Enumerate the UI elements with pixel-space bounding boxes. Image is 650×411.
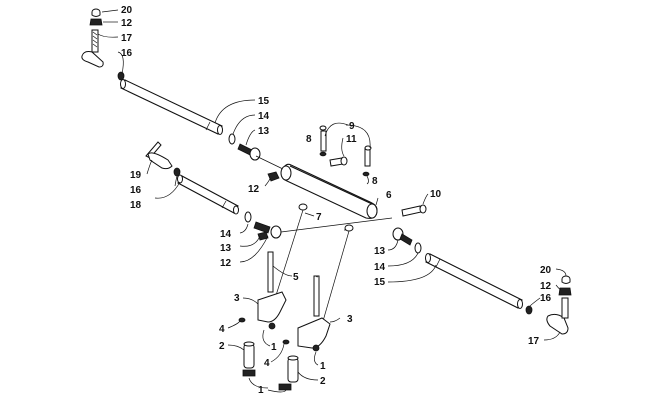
spacer-2-right: [287, 357, 299, 383]
tie-rod-right: [392, 227, 572, 335]
tie-rod-15-left: [120, 79, 223, 135]
label-8-left: 8: [306, 134, 312, 145]
bolt-5-right: [313, 275, 320, 317]
washer-14-top: [228, 133, 236, 145]
label-13-right: 13: [374, 246, 386, 257]
arm-3-right: [297, 317, 331, 349]
label-18: 18: [130, 200, 142, 211]
clip-4-left: [238, 317, 246, 323]
label-11: 11: [346, 134, 357, 145]
label-4-left: 4: [219, 324, 225, 335]
label-17-top: 17: [121, 33, 133, 44]
tie-rod-15-right: [425, 253, 523, 309]
bolt-13-right: [392, 227, 413, 246]
label-12-top: 12: [121, 18, 133, 29]
label-17-right: 17: [528, 336, 540, 347]
callout-labels: 20 12 17 16 15 14 13 9 8 11 8 19 16 18 1…: [121, 5, 552, 396]
steering-arm-right: [278, 275, 331, 391]
washer-14-mid: [244, 211, 252, 223]
bolt-10: [401, 204, 427, 217]
clip-4-right: [282, 339, 290, 345]
tie-rod-end-17-right: [546, 297, 569, 335]
nut-1-right: [312, 344, 320, 352]
steering-arm-left: [238, 251, 287, 377]
jam-nut-16-top: [117, 71, 125, 81]
label-1-right: 1: [320, 361, 326, 372]
label-6: 6: [386, 190, 392, 201]
center-link-6: [280, 163, 378, 219]
label-14-right: 14: [374, 262, 386, 273]
tie-rod-18: [177, 174, 239, 215]
cap-20-top: [91, 8, 101, 17]
bolt-11: [329, 156, 348, 167]
label-15-right: 15: [374, 277, 386, 288]
cap-20-right: [561, 275, 571, 284]
tie-rod-middle-left: [145, 141, 282, 241]
label-13-top: 13: [258, 126, 270, 137]
label-2-right: 2: [320, 376, 326, 387]
label-5: 5: [293, 272, 299, 283]
label-14-top: 14: [258, 111, 270, 122]
label-20-right: 20: [540, 265, 552, 276]
washer-14-right: [414, 242, 422, 254]
spacer-2-left: [243, 343, 255, 369]
label-3-right: 3: [347, 314, 353, 325]
bushing-7-left: [298, 203, 308, 211]
axis-line-right-arm: [318, 230, 350, 336]
label-4-right: 4: [264, 358, 270, 369]
axis-line-top: [255, 155, 286, 171]
tie-rod-upper-left: [81, 8, 261, 161]
bolt-9: [362, 145, 372, 177]
label-14-mid: 14: [220, 229, 232, 240]
tie-rod-end-19: [145, 141, 173, 170]
axis-line-mid: [280, 217, 393, 233]
nut-1-bottom-right: [278, 383, 292, 391]
label-12-right: 12: [540, 281, 552, 292]
bolt-5-left: [267, 251, 274, 293]
nut-12-right: [558, 287, 572, 296]
tie-rod-end-17-top: [81, 29, 104, 68]
label-7: 7: [316, 212, 322, 223]
label-12-mid: 12: [220, 258, 232, 269]
label-8-right: 8: [372, 176, 378, 187]
nut-1-bottom-left: [242, 369, 256, 377]
label-19: 19: [130, 170, 142, 181]
label-1-bottom: 1: [258, 385, 264, 396]
label-16-top: 16: [121, 48, 133, 59]
label-9: 9: [349, 121, 355, 132]
bushing-7-right: [344, 224, 354, 232]
bolt-13-top: [237, 143, 261, 161]
label-13-mid: 13: [220, 243, 232, 254]
nut-1-left: [268, 322, 276, 330]
label-1-left: 1: [271, 342, 277, 353]
label-12-center: 12: [248, 184, 260, 195]
label-15-top: 15: [258, 96, 270, 107]
bolt-8-left: [319, 125, 327, 157]
label-10: 10: [430, 189, 442, 200]
label-3-left: 3: [234, 293, 240, 304]
label-2-left: 2: [219, 341, 225, 352]
nut-12-top: [89, 18, 103, 26]
jam-nut-16-right: [525, 305, 533, 315]
axis-line-left-arm: [271, 209, 304, 309]
leader-lines: [97, 9, 567, 393]
label-20-top: 20: [121, 5, 133, 16]
label-16-mid: 16: [130, 185, 142, 196]
arm-3-left: [257, 291, 287, 323]
label-16-right: 16: [540, 293, 552, 304]
